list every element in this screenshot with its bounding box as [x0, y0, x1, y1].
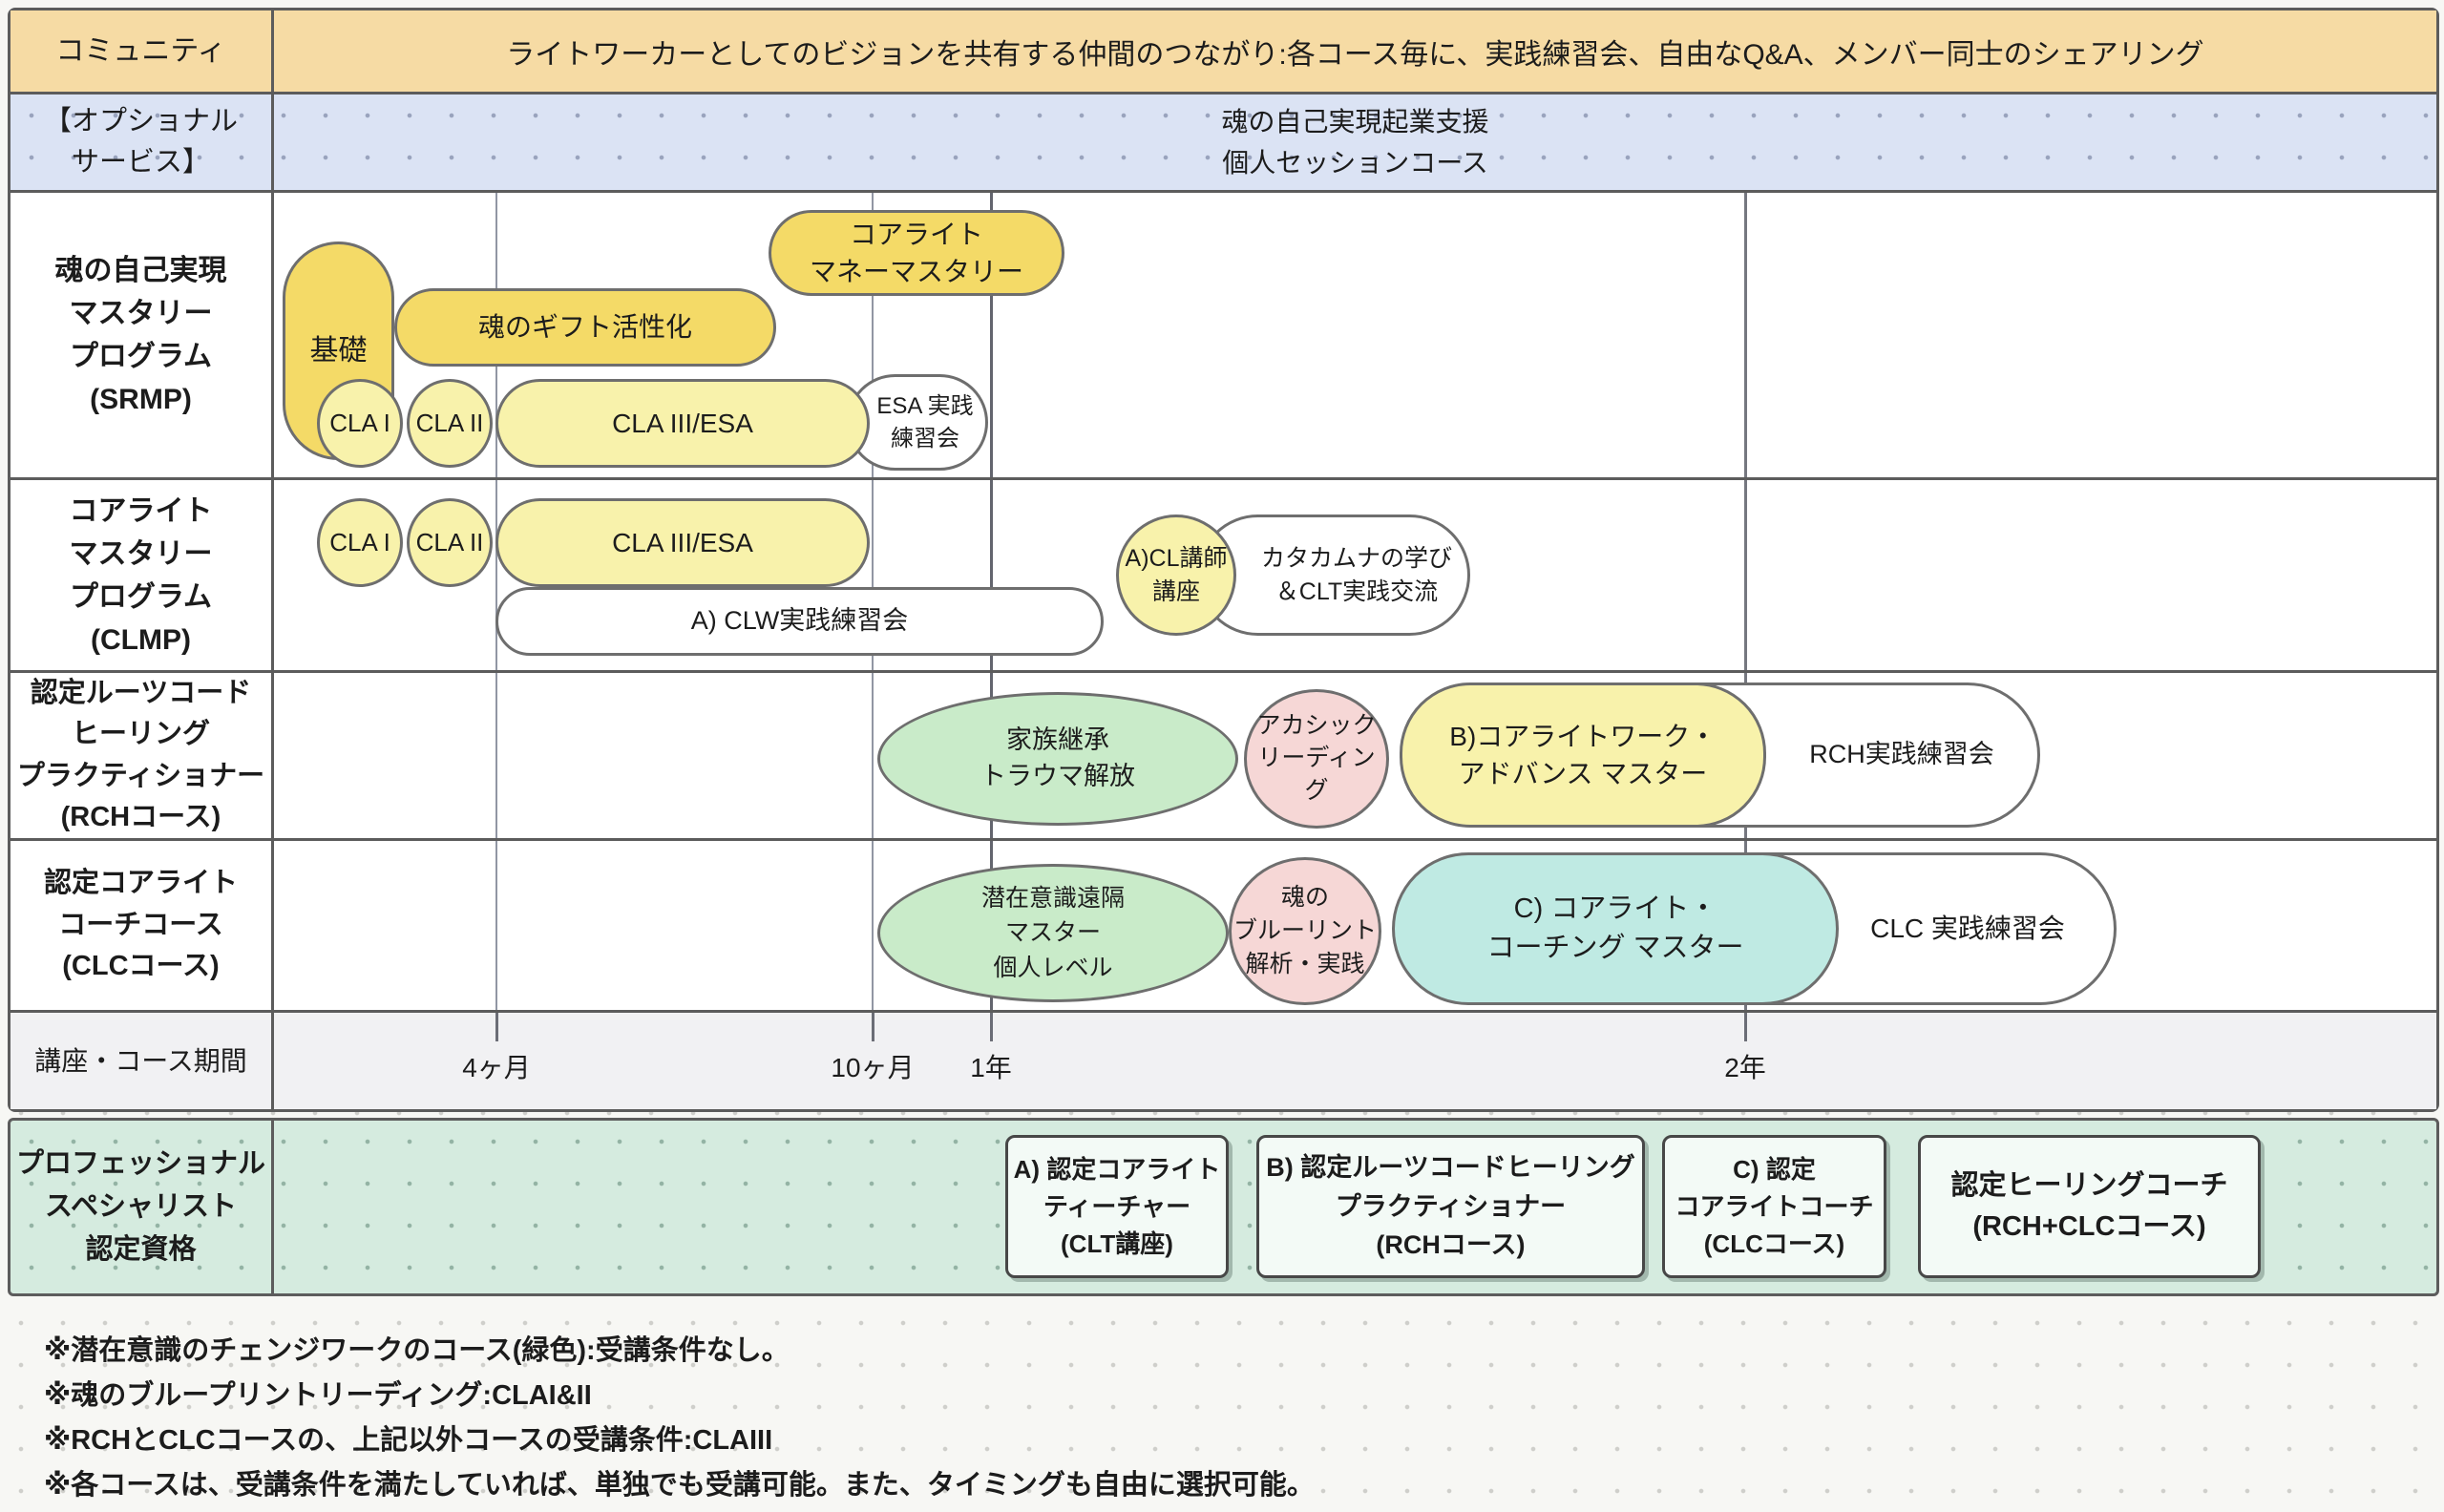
tick-2years: [1744, 1013, 1747, 1041]
tick-10months: [872, 1013, 874, 1041]
node-akashic-reading: アカシックリーディング: [1244, 689, 1389, 829]
node-soul-gift-activation: 魂のギフト活性化: [394, 288, 776, 367]
row-rch: 認定ルーツコードヒーリングプラクティショナー(RCHコース) 家族継承トラウマ解…: [11, 670, 2436, 838]
node-srmp-cla1: CLA I: [317, 379, 403, 468]
tick-label-10months: 10ヶ月: [831, 1053, 915, 1082]
rch-label: 認定ルーツコードヒーリングプラクティショナー(RCHコース): [11, 673, 274, 838]
footnotes: ※潜在意識のチェンジワークのコース(緑色):受講条件なし。 ※魂のブループリント…: [44, 1329, 1315, 1508]
cert-card-rch: B) 認定ルーツコードヒーリングプラクティショナー(RCHコース): [1256, 1135, 1645, 1278]
clmp-label: コアライトマスタリープログラム(CLMP): [11, 480, 274, 670]
duration-label: 講座・コース期間: [11, 1013, 274, 1109]
footnote-1: ※潜在意識のチェンジワークのコース(緑色):受講条件なし。: [44, 1335, 790, 1366]
row-srmp: 魂の自己実現マスタリープログラム(SRMP) 基礎 魂のギフト活性化 コアライト…: [11, 190, 2436, 477]
gridline-1year: [990, 193, 993, 477]
row-course-duration: 講座・コース期間 4ヶ月 10ヶ月 1年 2年: [11, 1010, 2436, 1109]
optional-services-label: 【オプショナルサービス】: [11, 94, 274, 190]
optional-services-text: 魂の自己実現起業支援個人セッションコース: [1221, 106, 1489, 178]
tick-label-4months: 4ヶ月: [462, 1053, 531, 1082]
node-srmp-cla3-esa: CLA III/ESA: [495, 379, 870, 468]
row-clc: 認定コアライトコーチコース(CLCコース) 潜在意識遠隔マスター個人レベル 魂の…: [11, 838, 2436, 1010]
node-srmp-cla2: CLA II: [407, 379, 493, 468]
tick-4months: [495, 1013, 498, 1041]
node-clmp-cla1: CLA I: [317, 498, 403, 587]
tick-1year: [990, 1013, 993, 1041]
gridline-4months: [495, 841, 497, 1010]
gridline-1year: [990, 480, 993, 670]
cert-card-clc: C) 認定コアライトコーチ(CLCコース): [1662, 1135, 1886, 1278]
node-family-trauma-release: 家族継承トラウマ解放: [877, 692, 1238, 826]
footnote-2: ※魂のブループリントリーディング:CLAI&II: [44, 1379, 592, 1411]
node-clw-practice: A) CLW実践練習会: [495, 587, 1104, 656]
gridline-2years: [1744, 480, 1747, 670]
gridline-4months: [495, 480, 497, 670]
gridline-10months: [872, 841, 874, 1010]
certification-label: プロフェッショナルスペシャリスト認定資格: [11, 1121, 274, 1293]
gridline-10months: [872, 673, 874, 838]
certification-band: プロフェッショナルスペシャリスト認定資格 A) 認定コアライトティーチャー(CL…: [8, 1118, 2439, 1296]
community-label: コミュニティ: [11, 10, 274, 92]
node-b-corelightwork-advance-master: B)コアライトワーク・アドバンス マスター: [1400, 682, 1766, 828]
footnote-4: ※各コースは、受講条件を満たしていれば、単独でも受講可能。また、タイミングも自由…: [44, 1469, 1315, 1501]
cert-card-healing-coach: 認定ヒーリングコーチ(RCH+CLCコース): [1918, 1135, 2261, 1278]
row-optional-services: 【オプショナルサービス】 魂の自己実現起業支援個人セッションコース: [11, 92, 2436, 190]
row-clmp: コアライトマスタリープログラム(CLMP) A) CLW実践練習会 CLA I …: [11, 477, 2436, 670]
gridline-10months: [872, 193, 874, 477]
node-subconscious-remote-master: 潜在意識遠隔マスター個人レベル: [877, 864, 1229, 1002]
gridline-2years: [1744, 193, 1747, 477]
gridline-4months: [495, 673, 497, 838]
node-clmp-cla3-esa: CLA III/ESA: [495, 498, 870, 587]
tick-label-2years: 2年: [1724, 1053, 1766, 1082]
clc-label: 認定コアライトコーチコース(CLCコース): [11, 841, 274, 1010]
node-cl-teacher-course: A)CL講師講座: [1116, 514, 1236, 636]
srmp-label: 魂の自己実現マスタリープログラム(SRMP): [11, 193, 274, 477]
cert-card-clt: A) 認定コアライトティーチャー(CLT講座): [1005, 1135, 1229, 1278]
course-roadmap-table: コミュニティ ライトワーカーとしてのビジョンを共有する仲間のつながり:各コース毎…: [8, 8, 2439, 1112]
tick-label-1year: 1年: [970, 1053, 1012, 1082]
node-corelight-money-mastery: コアライトマネーマスタリー: [769, 210, 1064, 296]
node-c-corelight-coaching-master: C) コアライト・コーチング マスター: [1392, 852, 1839, 1005]
footnote-3: ※RCHとCLCコースの、上記以外コースの受講条件:CLAIII: [44, 1424, 773, 1456]
gridline-10months: [872, 480, 874, 670]
community-description: ライトワーカーとしてのビジョンを共有する仲間のつながり:各コース毎に、実践練習会…: [506, 38, 2204, 71]
node-soul-blueprint-analysis: 魂のブルーリント解析・実践: [1229, 857, 1381, 1005]
node-katakamuna: カタカムナの学び＆CLT実践交流: [1197, 514, 1470, 636]
row-community: コミュニティ ライトワーカーとしてのビジョンを共有する仲間のつながり:各コース毎…: [11, 10, 2436, 92]
node-clmp-cla2: CLA II: [407, 498, 493, 587]
